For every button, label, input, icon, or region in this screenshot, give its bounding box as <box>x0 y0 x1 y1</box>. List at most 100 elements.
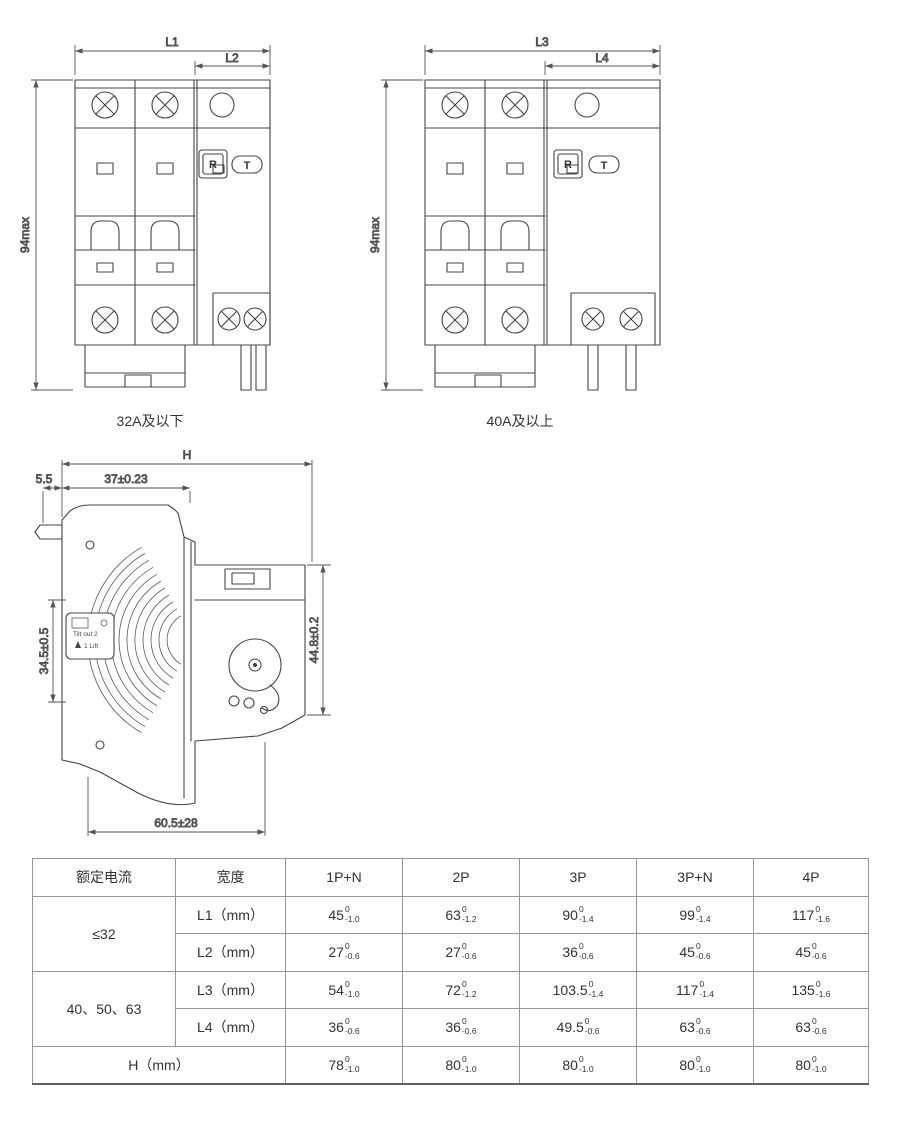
offset-dim-label: 5.5 <box>36 472 53 486</box>
tolerance-stack: 0-0.6 <box>461 941 477 962</box>
row-label-l1: L1（mm） <box>175 895 286 934</box>
module-terminal-block <box>570 292 656 391</box>
h-dimension: H <box>61 448 313 562</box>
dim-value: 90 <box>562 906 578 923</box>
tolerance-stack: 0-0.6 <box>578 941 594 962</box>
tolerance-stack: 0-0.6 <box>695 1016 711 1037</box>
tolerance-stack: 0-1.4 <box>695 903 711 924</box>
din-clip: Tilt out 2 1 Lift <box>34 524 115 660</box>
top-screw-icon <box>91 91 235 119</box>
top-screw-icon <box>441 91 600 119</box>
tolerance-stack: 0-0.6 <box>344 941 360 962</box>
group-label-le32: ≤32 <box>32 895 176 972</box>
tolerance-stack: 0-1.4 <box>578 903 594 924</box>
toggle-handles <box>74 215 196 286</box>
depth-dim-label: 60.5±28 <box>154 816 198 830</box>
din-rail-foot <box>84 344 186 388</box>
vent-detail <box>224 568 271 590</box>
tolerance-stack: 0-1.0 <box>344 1053 360 1074</box>
tolerance-stack: 0-0.6 <box>584 1016 600 1037</box>
test-button-label: T <box>601 160 608 172</box>
dim-value: 117 <box>792 906 815 923</box>
indicator-windows <box>96 162 225 175</box>
front-height-dimension: 44.8±0.2 <box>307 564 331 716</box>
tolerance-stack: 0-1.0 <box>811 1053 827 1074</box>
reset-test-buttons: R T <box>198 149 263 179</box>
dim-value: 36 <box>562 944 578 961</box>
tolerance-stack: 0-1.2 <box>461 978 477 999</box>
col-header-4p: 4P <box>753 858 869 897</box>
front-view-32a-caption: 32A及以下 <box>117 413 184 429</box>
col-header-3pn: 3P+N <box>636 858 754 897</box>
tolerance-stack: 0-0.6 <box>811 941 827 962</box>
dim-value: 117 <box>676 981 699 998</box>
l2-dim-label: L2 <box>225 51 239 65</box>
dim-value: 45 <box>679 944 695 961</box>
height-dimension: 94max <box>18 79 73 391</box>
screw-hole-top <box>85 540 95 550</box>
front-view-40a-drawing: L3 L4 94max <box>368 35 661 429</box>
dim-value: 80 <box>445 1056 461 1073</box>
height-dim-label: 94max <box>18 217 32 253</box>
height-dim-label: 94max <box>368 217 382 253</box>
row-label-l4: L4（mm） <box>175 1008 286 1047</box>
dim-value: 63 <box>679 1019 695 1036</box>
lift-arrow-icon <box>75 641 81 648</box>
group-label-40-50-63: 40、50、63 <box>32 970 176 1047</box>
row-label-l2: L2（mm） <box>175 933 286 972</box>
front-view-32a-drawing: L1 L2 94max <box>18 35 271 429</box>
dim-value: 99 <box>679 906 695 923</box>
col-header-3p: 3P <box>519 858 637 897</box>
tolerance-stack: 0-1.2 <box>461 903 477 924</box>
lift-label: 1 Lift <box>84 643 98 650</box>
col-header-1pn: 1P+N <box>285 858 403 897</box>
l1-dim-label: L1 <box>165 35 179 49</box>
dim-value: 27 <box>445 944 461 961</box>
dim-value: 27 <box>328 944 344 961</box>
bottom-screw-icon <box>91 306 179 334</box>
tolerance-stack: 0-0.6 <box>811 1016 827 1037</box>
front-view-40a-caption: 40A及以上 <box>487 413 554 429</box>
module-terminal-block <box>212 292 271 391</box>
tolerance-stack: 0-1.0 <box>344 903 360 924</box>
depth-dimension: 60.5±28 <box>87 742 266 836</box>
tolerance-stack: 0-0.6 <box>461 1016 477 1037</box>
clip-height-dim-label: 34.5±0.5 <box>37 627 51 674</box>
reset-test-buttons: R T <box>553 149 620 179</box>
side-view-drawing: Tilt out 2 1 Lift H 5.5 <box>34 448 331 836</box>
dim-value: 135 <box>791 981 815 998</box>
din-rail-foot <box>434 344 536 388</box>
test-button-label: T <box>244 160 251 172</box>
dim-value: 78 <box>328 1056 344 1073</box>
tolerance-stack: 0-1.0 <box>695 1053 711 1074</box>
dim-value: 80 <box>562 1056 578 1073</box>
dim-value: 54 <box>328 981 344 998</box>
tolerance-stack: 0-1.4 <box>699 978 714 999</box>
l1-dimension: L1 <box>74 35 271 75</box>
tolerance-stack: 0-0.6 <box>695 941 711 962</box>
tolerance-stack: 0-1.6 <box>815 978 831 999</box>
tolerance-stack: 0-1.4 <box>588 978 604 999</box>
